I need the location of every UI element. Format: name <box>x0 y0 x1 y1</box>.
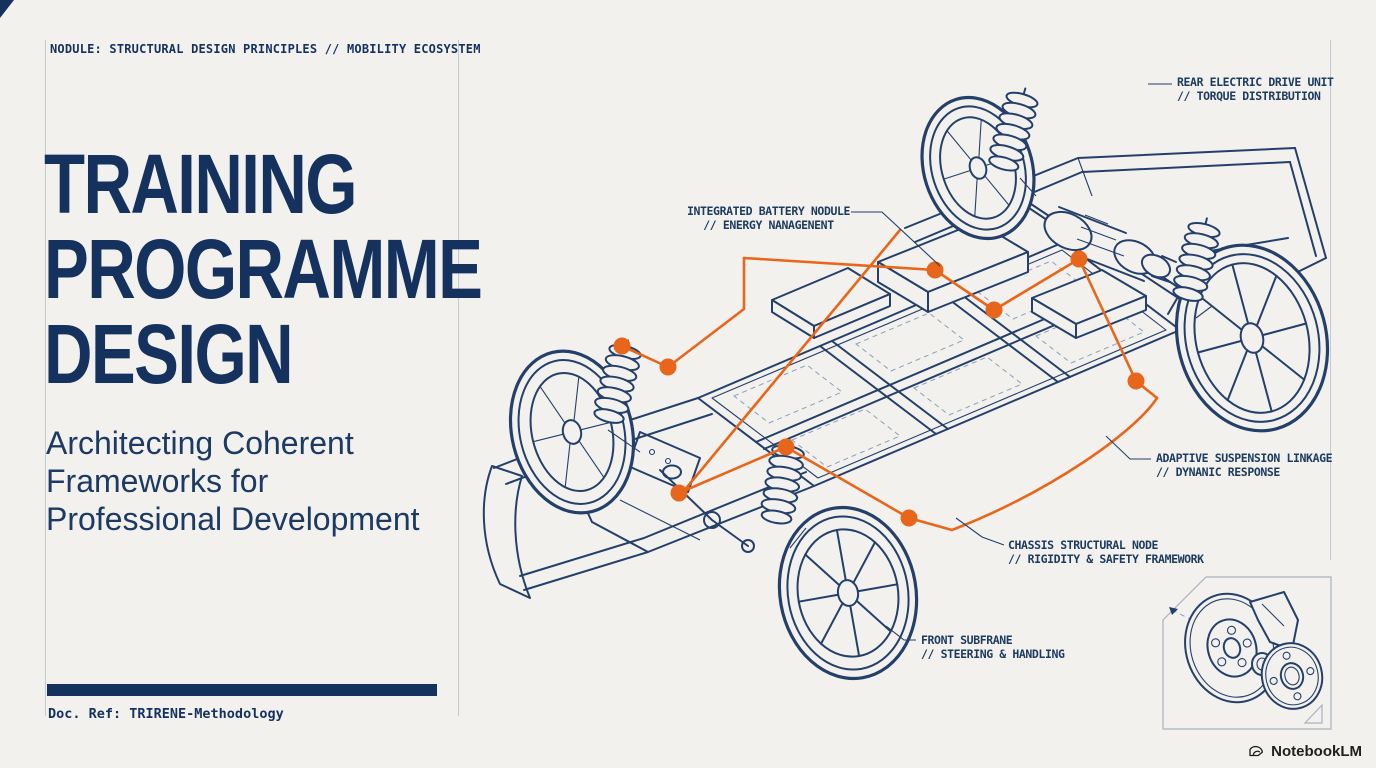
wheel-hub <box>1260 642 1324 710</box>
label-line: REAR ELECTRIC DRIVE UNIT <box>1177 75 1334 89</box>
label-line: // TORQUE DISTRIBUTION <box>1177 89 1321 103</box>
brake-disc <box>1184 592 1280 704</box>
page-title: TRAINING PROGRAMME DESIGN <box>44 137 483 401</box>
label-line: INTEGRATED BATTERY NODULE <box>686 204 851 218</box>
label-rear-electric-drive-unit: REAR ELECTRIC DRIVE UNIT // TORQUE DISTR… <box>1177 75 1334 103</box>
subtitle-line-3: Professional Development <box>46 501 420 537</box>
right-margin-rule <box>1330 40 1331 560</box>
label-integrated-battery-module: INTEGRATED BATTERY NODULE // ENERGY NANA… <box>676 204 861 232</box>
label-line: // STEERING & HANDLING <box>921 647 1065 661</box>
wheel-front-center <box>777 505 919 681</box>
left-panel-rule <box>45 40 46 716</box>
doc-ref: Doc. Ref: TRIRENE-Methodology <box>48 706 284 722</box>
brake-detail-inset <box>1162 576 1332 730</box>
title-line-1: TRAINING <box>44 137 358 231</box>
coil-spring-rear-right <box>1172 217 1221 302</box>
label-chassis-structural-node: CHASSIS STRUCTURAL NODE // RIGIDITY & SA… <box>1008 538 1204 566</box>
inset-arrow <box>1169 607 1178 615</box>
panel-divider-rule <box>458 40 459 716</box>
label-line: ADAPTIVE SUSPENSION LINKAGE <box>1156 451 1333 465</box>
coil-spring-rear-top <box>988 87 1039 172</box>
label-line: // DYNANIC RESPONSE <box>1156 465 1280 479</box>
label-line: // RIGIDITY & SAFETY FRAMEWORK <box>1008 552 1204 566</box>
label-line: FRONT SUBFRANE <box>921 633 1013 647</box>
rear-drive-unit-drawing <box>994 179 1236 334</box>
label-line: // ENERGY NANAGENENT <box>703 218 834 232</box>
title-line-3: DESIGN <box>44 307 294 401</box>
label-adaptive-suspension-linkage: ADAPTIVE SUSPENSION LINKAGE // DYNANIC R… <box>1156 451 1333 479</box>
label-line: CHASSIS STRUCTURAL NODE <box>1008 538 1159 552</box>
label-leader-lines <box>851 83 1172 641</box>
battery-modules <box>771 221 1147 339</box>
module-eyebrow: NODULE: STRUCTURAL DESIGN PRINCIPLES // … <box>50 42 481 56</box>
watermark-label: NotebookLM <box>1271 742 1362 760</box>
label-front-subframe: FRONT SUBFRANE // STEERING & HANDLING <box>921 633 1065 661</box>
wheel-rear-right <box>1174 243 1330 433</box>
subtitle-line-2: Frameworks for <box>46 463 269 499</box>
suspension-links <box>607 177 1213 549</box>
page-subtitle: Architecting Coherent Frameworks for Pro… <box>46 424 420 538</box>
corner-mark <box>0 0 14 18</box>
footer-accent-bar <box>47 684 437 696</box>
notebooklm-logo-icon <box>1249 745 1264 757</box>
title-line-2: PROGRAMME <box>44 222 483 316</box>
subtitle-line-1: Architecting Coherent <box>46 425 354 461</box>
notebooklm-watermark: NotebookLM <box>1247 742 1362 760</box>
orange-callout-network <box>613 228 1159 532</box>
